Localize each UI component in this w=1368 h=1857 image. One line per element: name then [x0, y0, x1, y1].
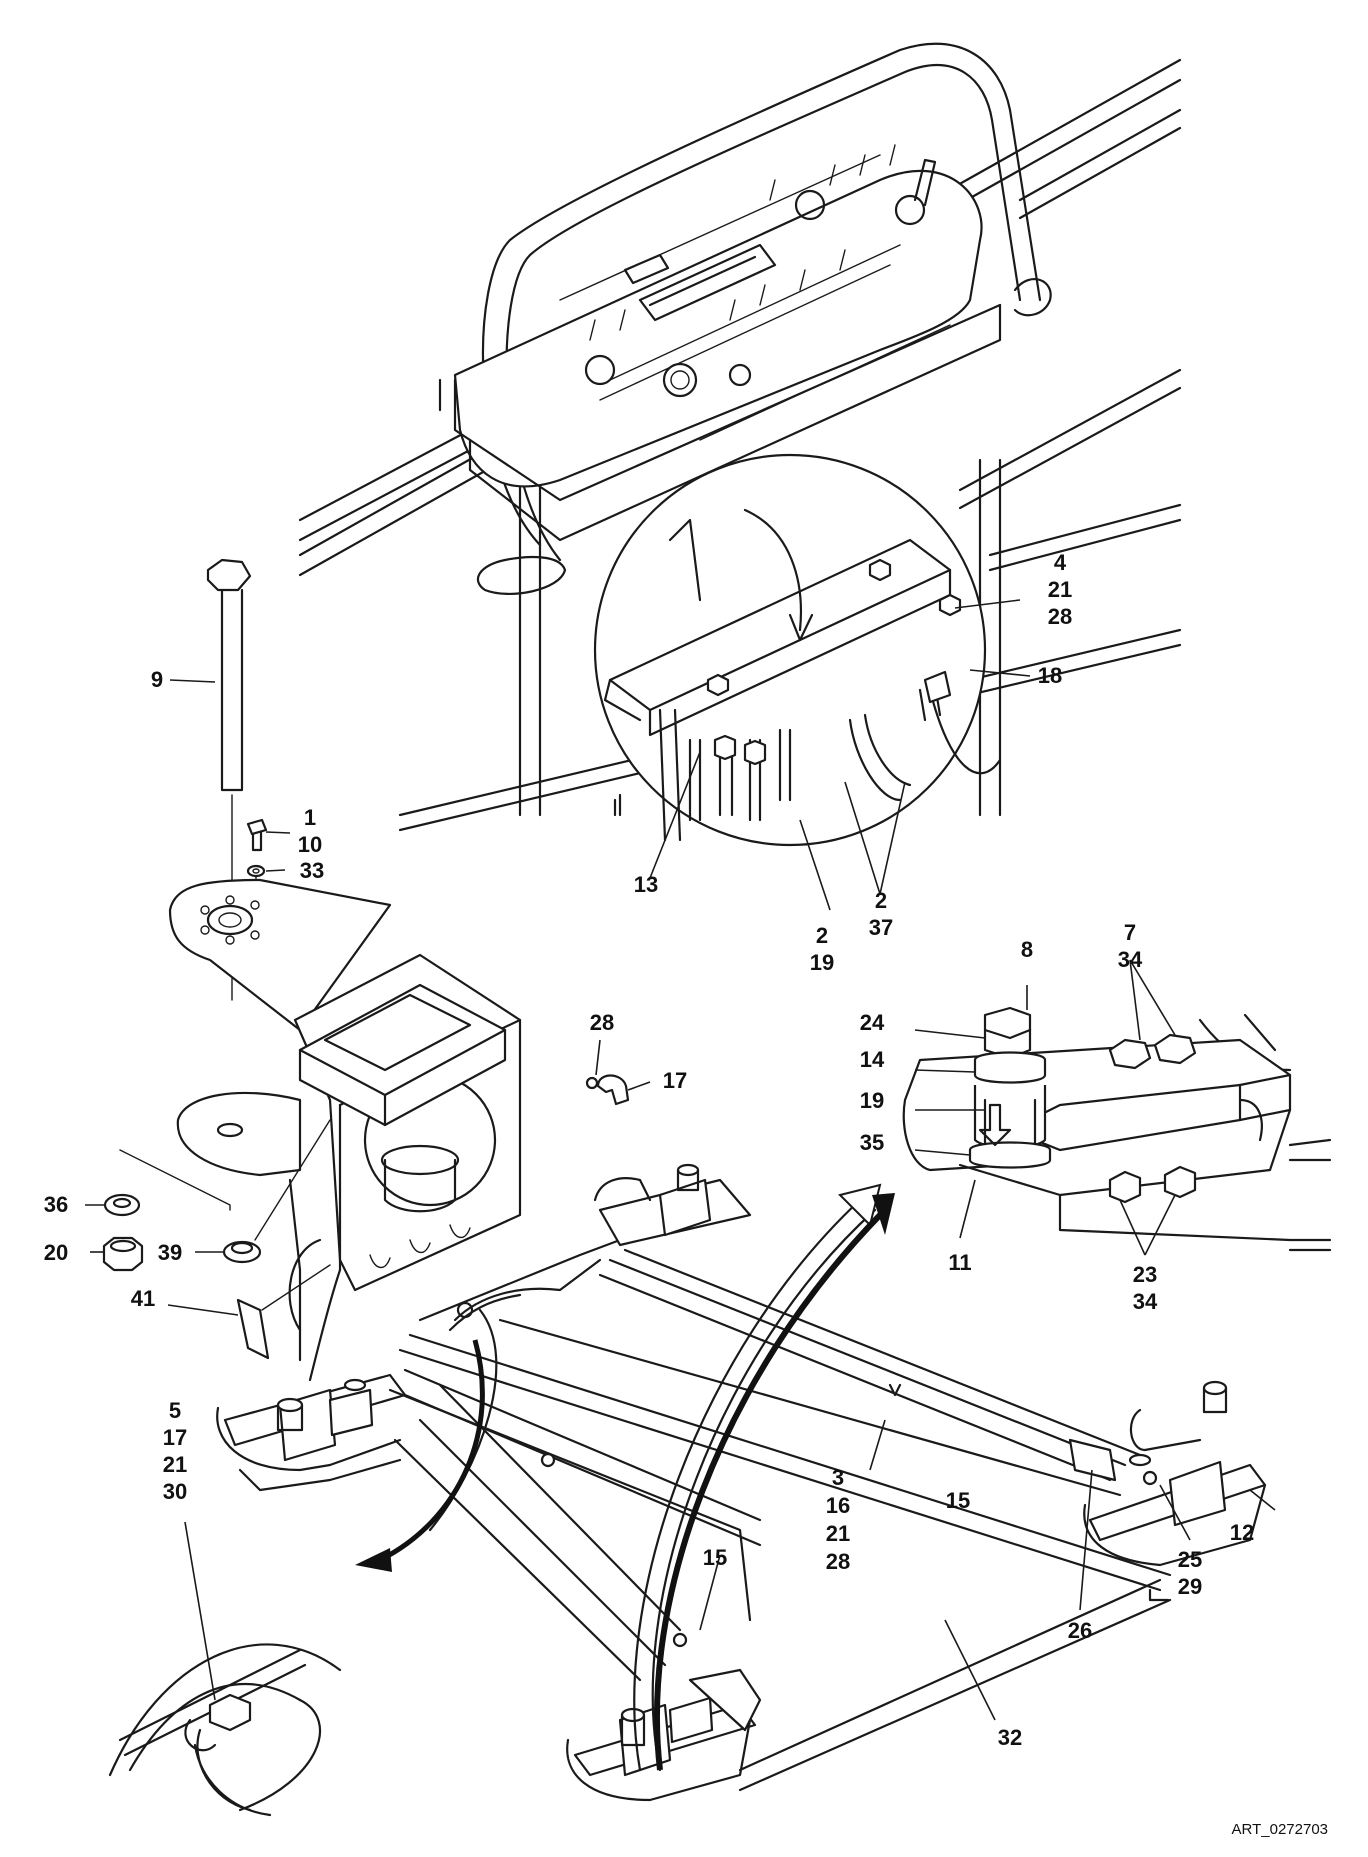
callout-line: 26 [1068, 1618, 1092, 1643]
hex-nut-20 [102, 1236, 144, 1272]
callout-14: 14 [860, 1047, 885, 1072]
callout-line: 11 [948, 1250, 971, 1275]
callout-line: 28 [590, 1010, 614, 1035]
callout-line: 28 [1048, 604, 1072, 629]
callout-line: 41 [131, 1286, 155, 1311]
callout-line: 3 [832, 1465, 844, 1490]
leader-lines [85, 599, 1276, 1721]
callout-33: 33 [300, 858, 324, 883]
callout-line: 39 [158, 1240, 182, 1265]
callout-line: 10 [298, 832, 322, 857]
callout-24: 24 [860, 1010, 885, 1035]
callout-line: 9 [151, 667, 163, 692]
callout-3-16-21-28: 3 16 21 28 [826, 1465, 850, 1574]
callout-line: 28 [826, 1549, 850, 1574]
callout-line: 32 [998, 1725, 1022, 1750]
callout-line: 14 [860, 1047, 885, 1072]
curved-arrows [355, 1183, 895, 1772]
callout-line: 24 [860, 1010, 885, 1035]
callout-8: 8 [1021, 937, 1033, 962]
art-id-label: ART_0272703 [1232, 1821, 1328, 1838]
callout-line: 16 [826, 1493, 850, 1518]
callout-line: 35 [860, 1130, 884, 1155]
small-bolt [246, 818, 268, 852]
callout-line: 2 [816, 923, 828, 948]
callout-line: 21 [163, 1452, 187, 1477]
callout-line: 37 [869, 915, 893, 940]
detail-magnifier-circle [593, 453, 1002, 847]
cable-clamp-detail [108, 1643, 342, 1817]
washer-36 [103, 1149, 231, 1217]
callout-19: 19 [860, 1088, 884, 1113]
callout-line: 23 [1133, 1262, 1157, 1287]
callout-line: 5 [169, 1398, 181, 1423]
callout-line: 2 [875, 888, 887, 913]
callout-35: 35 [860, 1130, 884, 1155]
callout-line: 25 [1178, 1547, 1202, 1572]
callout-line: 12 [1230, 1520, 1254, 1545]
callout-line: 13 [634, 872, 658, 897]
callout-20: 20 [44, 1240, 68, 1265]
long-bolt [206, 558, 252, 1001]
callout-line: 21 [826, 1521, 850, 1546]
callout-line: 18 [1038, 663, 1062, 688]
callout-line: 17 [663, 1068, 687, 1093]
callout-13: 13 [634, 872, 658, 897]
callout-36: 36 [44, 1192, 68, 1217]
detail-view-pivot [902, 1006, 1332, 1252]
callout-17: 17 [663, 1068, 687, 1093]
clamp-17 [585, 1074, 630, 1106]
callout-line: 30 [163, 1479, 187, 1504]
callout-line: 15 [946, 1488, 970, 1513]
callout-28: 28 [590, 1010, 614, 1035]
callout-line: 34 [1118, 947, 1143, 972]
callout-line: 33 [300, 858, 324, 883]
platform-rails [298, 58, 1182, 832]
callout-15-left: 15 [703, 1545, 727, 1570]
callout-line: 21 [1048, 577, 1072, 602]
callout-26: 26 [1068, 1618, 1092, 1643]
callout-line: 8 [1021, 937, 1033, 962]
callout-line: 29 [1178, 1574, 1202, 1599]
callout-18: 18 [1038, 663, 1062, 688]
grommet-39 [222, 1119, 331, 1264]
callout-15-right: 15 [946, 1488, 970, 1513]
callout-line: 19 [810, 950, 834, 975]
callout-line: 7 [1124, 920, 1136, 945]
callout-line: 19 [860, 1088, 884, 1113]
mounting-bracket [168, 878, 522, 1382]
control-console [438, 42, 1052, 595]
callout-line: 20 [44, 1240, 68, 1265]
callout-11: 11 [948, 1250, 971, 1275]
callout-line: 1 [304, 805, 316, 830]
decal-41 [236, 1264, 331, 1360]
callout-12: 12 [1230, 1520, 1254, 1545]
callout-line: 36 [44, 1192, 68, 1217]
callout-line: 17 [163, 1425, 187, 1450]
callout-32: 32 [998, 1725, 1022, 1750]
callout-41: 41 [131, 1286, 155, 1311]
callout-9: 9 [151, 667, 163, 692]
callout-line: 15 [703, 1545, 727, 1570]
callout-line: 4 [1054, 550, 1067, 575]
callout-39: 39 [158, 1240, 182, 1265]
callout-line: 34 [1133, 1289, 1158, 1314]
